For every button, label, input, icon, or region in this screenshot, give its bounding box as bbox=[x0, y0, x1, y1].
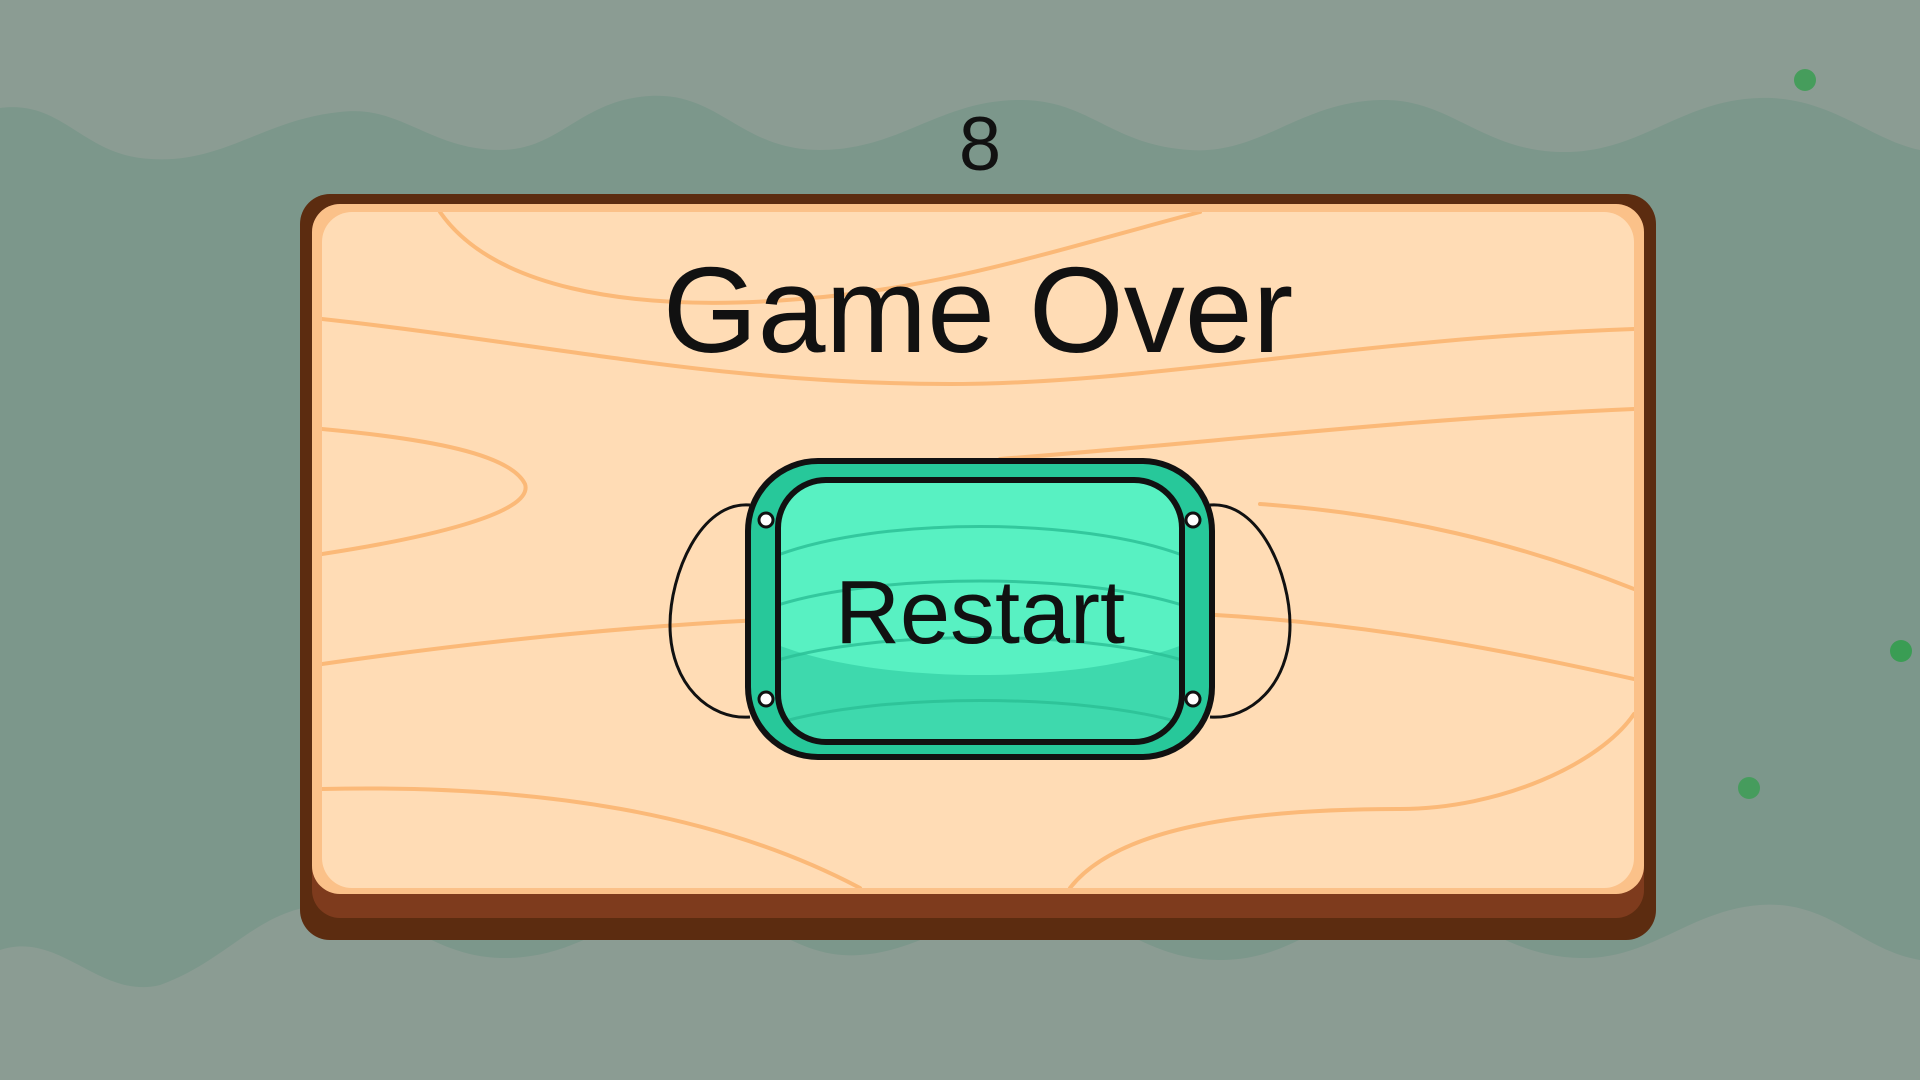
left-handle bbox=[668, 503, 751, 719]
rivet-icon bbox=[757, 690, 775, 708]
score-display: 8 bbox=[958, 102, 1002, 187]
rivet-icon bbox=[757, 511, 775, 529]
green-dot-icon bbox=[1738, 777, 1760, 799]
green-dot-icon bbox=[1794, 69, 1816, 91]
restart-button-label: Restart bbox=[834, 563, 1126, 663]
rivet-icon bbox=[1184, 511, 1202, 529]
green-dot-icon bbox=[1890, 640, 1912, 662]
right-handle bbox=[1209, 503, 1292, 719]
restart-button-graphic bbox=[668, 458, 1292, 760]
restart-button[interactable]: Restart bbox=[660, 455, 1300, 765]
game-over-title: Game Over bbox=[662, 242, 1294, 378]
rivet-icon bbox=[1184, 690, 1202, 708]
